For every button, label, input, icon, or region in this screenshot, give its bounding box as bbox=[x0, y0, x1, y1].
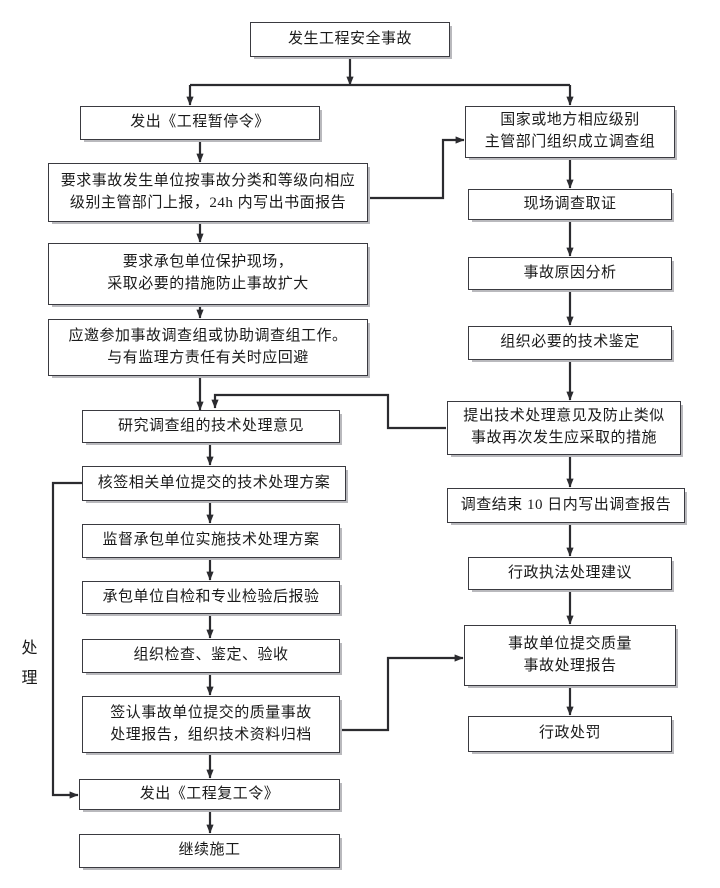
node-r5-line-1: 事故再次发生应采取的措施 bbox=[470, 430, 657, 446]
node-r5[interactable]: 提出技术处理意见及防止类似 事故再次发生应采取的措施 bbox=[447, 401, 681, 455]
node-n12[interactable]: 发出《工程复工令》 bbox=[79, 779, 340, 810]
side-label-line-0: 处 bbox=[21, 640, 39, 657]
node-n5-line-0: 应邀参加事故调查组或协助调查组工作。 bbox=[68, 327, 348, 344]
node-n5[interactable]: 应邀参加事故调查组或协助调查组工作。 与有监理方责任有关时应回避 bbox=[48, 319, 368, 376]
node-r9-line-0: 行政处罚 bbox=[538, 725, 601, 742]
node-n6[interactable]: 研究调查组的技术处理意见 bbox=[82, 410, 340, 443]
node-r1-line-0: 国家或地方相应级别 bbox=[500, 112, 640, 129]
node-n11-line-0: 签认事故单位提交的质量事故 bbox=[110, 704, 312, 721]
node-n4[interactable]: 要求承包单位保护现场， 采取必要的措施防止事故扩大 bbox=[48, 243, 368, 305]
node-n3-line-1: 级别主管部门上报，24h 内写出书面报告 bbox=[69, 194, 347, 211]
side-label-line-1: 理 bbox=[21, 670, 39, 688]
node-r2-line-0: 现场调查取证 bbox=[523, 195, 617, 212]
node-r4[interactable]: 组织必要的技术鉴定 bbox=[468, 326, 672, 360]
node-n3-line-0: 要求事故发生单位按事故分类和等级向相应 bbox=[60, 172, 356, 189]
node-r9[interactable]: 行政处罚 bbox=[468, 716, 672, 752]
node-n1[interactable]: 发生工程安全事故 bbox=[250, 22, 450, 57]
node-n7-line-0: 核签相关单位提交的技术处理方案 bbox=[97, 474, 331, 491]
node-n6-line-0: 研究调查组的技术处理意见 bbox=[117, 417, 304, 434]
node-r1[interactable]: 国家或地方相应级别 主管部门组织成立调查组 bbox=[465, 106, 675, 158]
node-n13[interactable]: 继续施工 bbox=[79, 834, 340, 868]
node-n2[interactable]: 发出《工程暂停令》 bbox=[80, 106, 320, 140]
node-r4-line-0: 组织必要的技术鉴定 bbox=[500, 334, 640, 351]
node-n5-line-1: 与有监理方责任有关时应回避 bbox=[107, 349, 309, 366]
node-r5-line-0: 提出技术处理意见及防止类似 bbox=[463, 408, 665, 425]
node-n1-line-0: 发生工程安全事故 bbox=[287, 30, 412, 47]
node-n4-line-1: 采取必要的措施防止事故扩大 bbox=[107, 276, 309, 292]
node-n8-line-0: 监督承包单位实施技术处理方案 bbox=[102, 532, 320, 549]
node-r6-line-0: 调查结束 10 日内写出调查报告 bbox=[460, 496, 672, 513]
node-n12-line-0: 发出《工程复工令》 bbox=[139, 785, 280, 802]
node-n10-line-0: 组织检查、鉴定、验收 bbox=[133, 647, 289, 664]
node-r6[interactable]: 调查结束 10 日内写出调查报告 bbox=[447, 488, 685, 523]
node-n10[interactable]: 组织检查、鉴定、验收 bbox=[82, 639, 340, 673]
edge-n11-to-r8 bbox=[341, 654, 464, 732]
node-n2-line-0: 发出《工程暂停令》 bbox=[130, 114, 270, 131]
edge-n3-to-r1 bbox=[368, 136, 465, 200]
node-n11[interactable]: 签认事故单位提交的质量事故 处理报告，组织技术资料归档 bbox=[82, 696, 340, 753]
node-r8-line-0: 事故单位提交质量 bbox=[507, 635, 632, 652]
node-r3-line-0: 事故原因分析 bbox=[523, 264, 617, 281]
node-r2[interactable]: 现场调查取证 bbox=[468, 189, 672, 220]
node-n7[interactable]: 核签相关单位提交的技术处理方案 bbox=[82, 466, 346, 501]
node-r8-line-1: 事故处理报告 bbox=[523, 657, 617, 674]
node-n13-line-0: 继续施工 bbox=[178, 842, 241, 859]
node-n9-line-0: 承包单位自检和专业检验后报验 bbox=[102, 588, 320, 605]
node-n8[interactable]: 监督承包单位实施技术处理方案 bbox=[82, 524, 340, 558]
edge-n7-to-n12 bbox=[51, 481, 82, 799]
node-r3[interactable]: 事故原因分析 bbox=[468, 257, 672, 290]
node-n4-line-0: 要求承包单位保护现场， bbox=[122, 254, 294, 271]
process-side-label: 处 理 bbox=[16, 634, 44, 695]
node-n11-line-1: 处理报告，组织技术资料归档 bbox=[110, 726, 312, 743]
node-n9[interactable]: 承包单位自检和专业检验后报验 bbox=[82, 581, 340, 614]
edge-r5-to-n6 bbox=[211, 393, 446, 430]
node-r8[interactable]: 事故单位提交质量 事故处理报告 bbox=[464, 625, 676, 686]
node-n3[interactable]: 要求事故发生单位按事故分类和等级向相应 级别主管部门上报，24h 内写出书面报告 bbox=[48, 163, 368, 222]
node-r7[interactable]: 行政执法处理建议 bbox=[468, 557, 672, 590]
node-r1-line-1: 主管部门组织成立调查组 bbox=[484, 134, 656, 150]
node-r7-line-0: 行政执法处理建议 bbox=[507, 564, 632, 581]
